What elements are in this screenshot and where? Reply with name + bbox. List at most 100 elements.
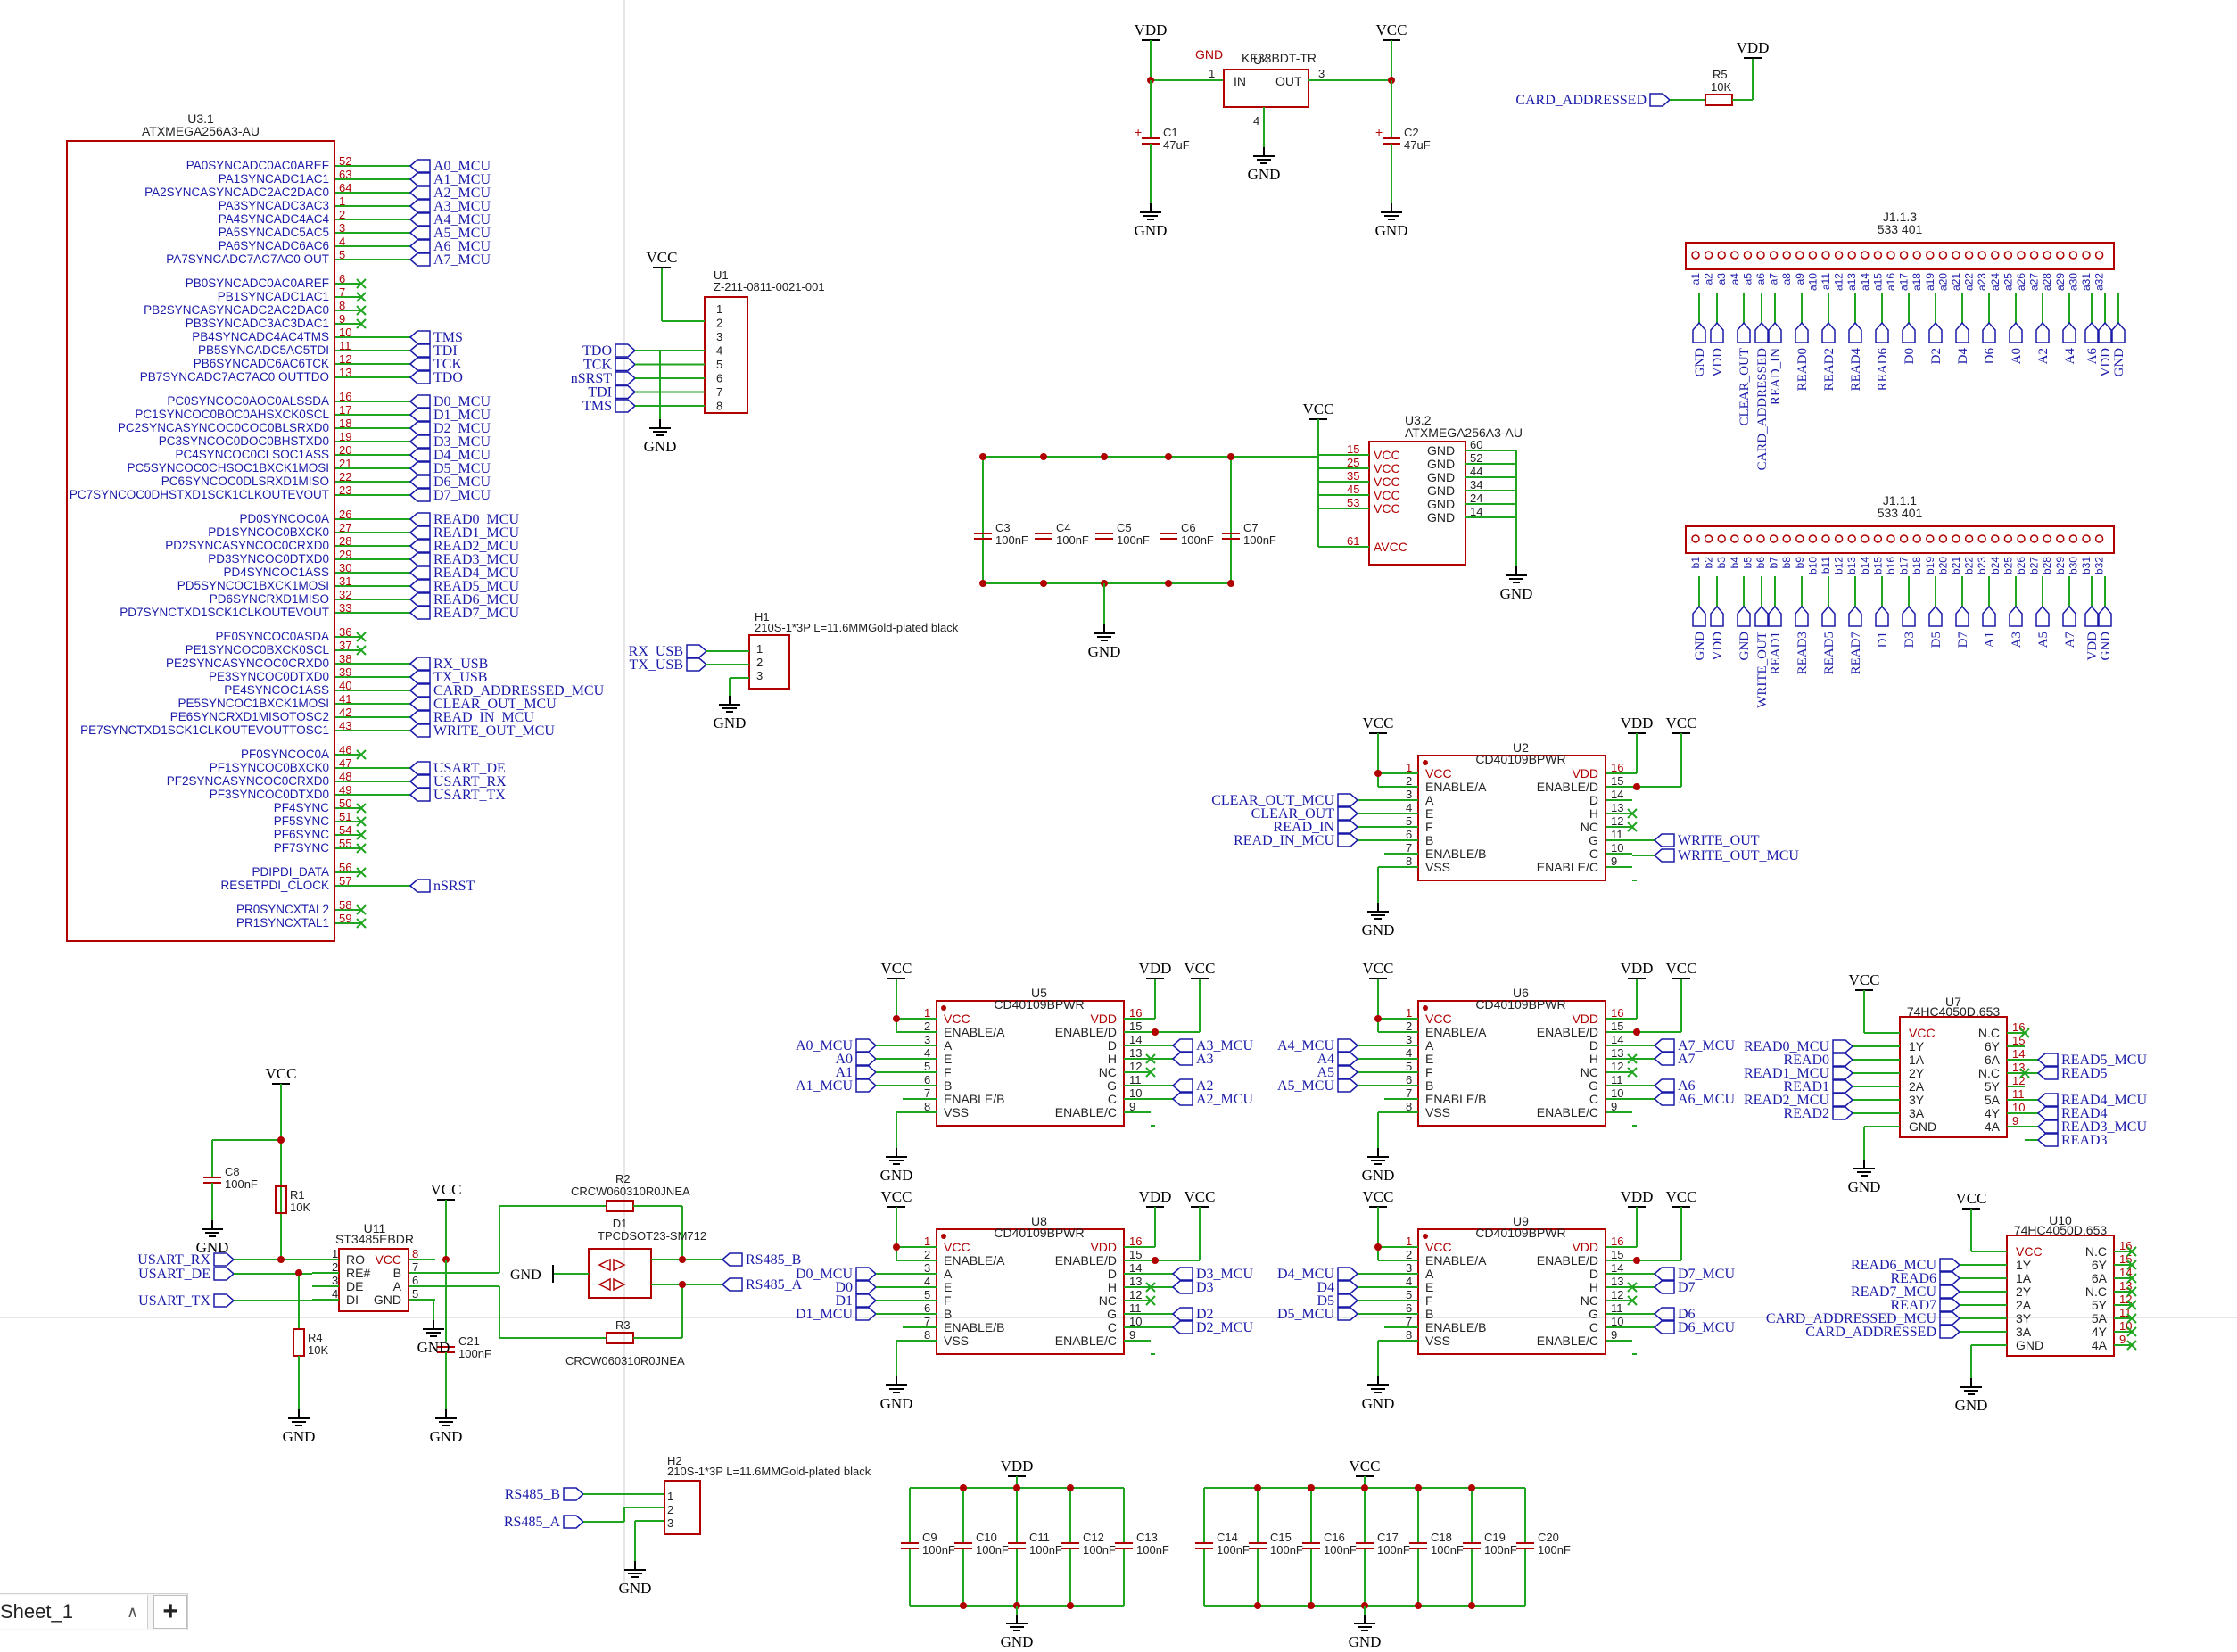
pin-number: 9 [2119,1333,2126,1346]
add-sheet-button[interactable]: + [153,1595,188,1629]
pin-number: 5 [924,1288,930,1301]
part-ref: R1 [290,1188,305,1202]
net-port [409,788,431,802]
pin-name: VCC [1374,475,1400,489]
no-connect-mark [356,843,367,854]
chevron-up-icon[interactable]: ∧ [126,1602,139,1621]
net-port [409,592,431,607]
net-port [2036,1119,2059,1134]
pin-number: 6 [716,372,722,385]
part-ref: U8 [1031,1214,1047,1228]
cap-value: 100nF [1538,1543,1571,1557]
net-label: A7 [1678,1052,1696,1067]
pin-name: D [1108,1267,1117,1281]
part-ref: R2 [615,1172,631,1185]
junction-dot [1374,1015,1382,1022]
connector-pin [2082,534,2091,543]
net-label: D4 [1317,1280,1334,1295]
cap-ref: C15 [1270,1531,1292,1544]
gnd-label: GND [1848,1178,1881,1195]
pin-number: 12 [2012,1074,2025,1087]
part-number: CD40109BPWR [1475,997,1565,1012]
pin-number: 6 [1406,1073,1412,1086]
net-port [1768,605,1782,627]
pin-name: A [944,1038,953,1053]
pin-name: VSS [944,1334,969,1348]
net-label: CARD_ADDRESSED_MCU [433,683,605,698]
cap-ref: C13 [1136,1531,1158,1544]
net-label: D3 [1903,632,1917,648]
net-port [1928,605,1943,627]
pin-number: 12 [1611,814,1623,828]
part-ref: H2 [667,1454,682,1467]
no-connect-mark [2126,1260,2137,1270]
pin-number: 23 [339,483,351,497]
pin-number: 2 [924,1248,930,1261]
net-port [1653,1307,1675,1321]
junction-dot [1308,1602,1315,1609]
no-connect-mark [356,749,367,760]
pin-name: PD3SYNCOC0DTXD0 [208,552,329,566]
net-label: D7_MCU [433,488,491,503]
pin-number: 15 [1611,1248,1623,1261]
pin-number: b30 [2067,557,2079,574]
net-port [409,226,431,240]
net-port [2035,605,2050,627]
pin-name: E [1425,1052,1433,1066]
sheet-tab[interactable]: Sheet_1 ∧ [0,1595,149,1629]
net-port [1710,605,1724,627]
net-port [1982,605,1996,627]
net-port [1337,793,1359,807]
pin-number: 55 [339,837,351,850]
connector-body [1685,525,2115,554]
part-ref: U6 [1513,986,1529,1000]
pin-number: 54 [339,823,351,837]
pin-name: PB6SYNCADC6AC6TCK [194,357,329,370]
no-connect-mark [1627,1295,1638,1306]
net-port [1171,1267,1193,1281]
pin-number: 50 [339,797,351,810]
part-number: ATXMEGA256A3-AU [142,124,260,138]
no-connect-mark [356,632,367,642]
pin-number: 3 [924,1033,930,1046]
net-label: WRITE_OUT_MCU [433,723,555,739]
cap-value: 100nF [1029,1543,1062,1557]
pin-name: 3Y [2016,1311,2032,1326]
pin1-mark [1423,1234,1428,1239]
gnd-label: GND [1955,1397,1988,1414]
net-port [409,186,431,200]
pin-number: 16 [1611,1235,1623,1248]
net-port [409,723,431,738]
pin-number: 4 [924,1275,930,1288]
net-label: GND [2099,632,2113,661]
junction-dot [1633,1257,1640,1264]
connector-pin [1795,251,1804,260]
pin1-mark [1423,760,1428,765]
pin-number: 4 [339,235,345,248]
pin-name: C [1589,1092,1598,1106]
net-label: D0_MCU [433,394,491,409]
diode [598,1277,611,1292]
net-label: READ2_MCU [1744,1093,1829,1108]
part-ref: J1.1.1 [1883,493,1917,508]
pin-number: 15 [1129,1248,1142,1261]
pin-number: a15 [1871,273,1884,291]
net-label: A4 [2063,348,2077,365]
power-label: VDD [1139,1188,1172,1205]
net-label: READ6_MCU [433,592,519,607]
pin-number: 3 [924,1261,930,1275]
connector-pin [2094,251,2104,260]
cap-value: 100nF [1083,1543,1116,1557]
net-label: A5_MCU [1277,1078,1334,1094]
net-port [409,434,431,449]
net-port [2062,605,2076,627]
part-ref: U4 [1253,53,1269,67]
pin-number: 10 [1611,841,1623,855]
pin-name: PR1SYNCXTAL1 [236,916,329,929]
connector-pin [1886,534,1895,543]
pin-number: 8 [924,1100,930,1113]
junction-dot [1227,580,1234,587]
pin-name: GND [1427,510,1455,525]
cap-value: 47uF [1404,138,1431,152]
